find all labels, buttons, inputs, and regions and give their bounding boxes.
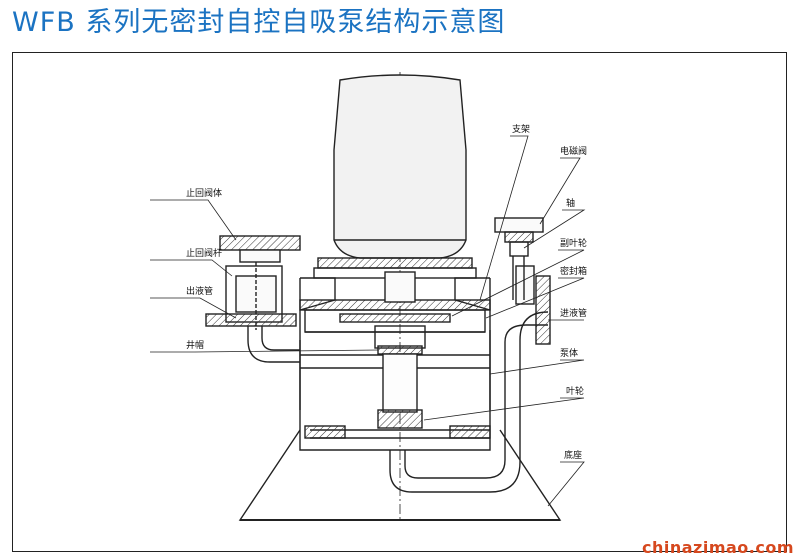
outlet-pipe <box>247 326 300 363</box>
label-seal-box: 密封箱 <box>560 265 587 277</box>
shaft-upper <box>384 271 416 303</box>
outlet-flange <box>205 313 297 327</box>
check-valve-body <box>219 235 301 251</box>
label-well-cap: 井帽 <box>186 339 204 351</box>
label-liquid-outlet-pipe: 出液管 <box>186 285 213 297</box>
label-shaft: 轴 <box>566 197 575 209</box>
impeller <box>377 409 423 429</box>
label-inlet-pipe: 进液管 <box>560 307 587 319</box>
motor-flange <box>317 257 473 269</box>
inlet-flange <box>535 275 551 345</box>
label-check-valve-stem: 止回阀杆 <box>186 247 222 259</box>
label-bracket: 支架 <box>512 123 530 135</box>
label-impeller: 叶轮 <box>566 385 584 397</box>
pump-body <box>299 330 491 451</box>
label-check-valve-body: 止回阀体 <box>186 187 222 199</box>
label-pump-body: 泵体 <box>560 347 578 359</box>
label-secondary-impeller: 副叶轮 <box>560 237 587 249</box>
label-solenoid-valve: 电磁阀 <box>560 145 587 157</box>
label-base: 底座 <box>564 449 582 461</box>
diagram-title: WFB 系列无密封自控自吸泵结构示意图 <box>12 7 506 38</box>
watermark: chinazimao.com <box>641 538 794 557</box>
inlet-pipe-bottom <box>389 311 549 493</box>
diagram-frame <box>12 52 787 552</box>
shaft-lower <box>382 353 418 413</box>
motor-housing <box>333 74 467 259</box>
